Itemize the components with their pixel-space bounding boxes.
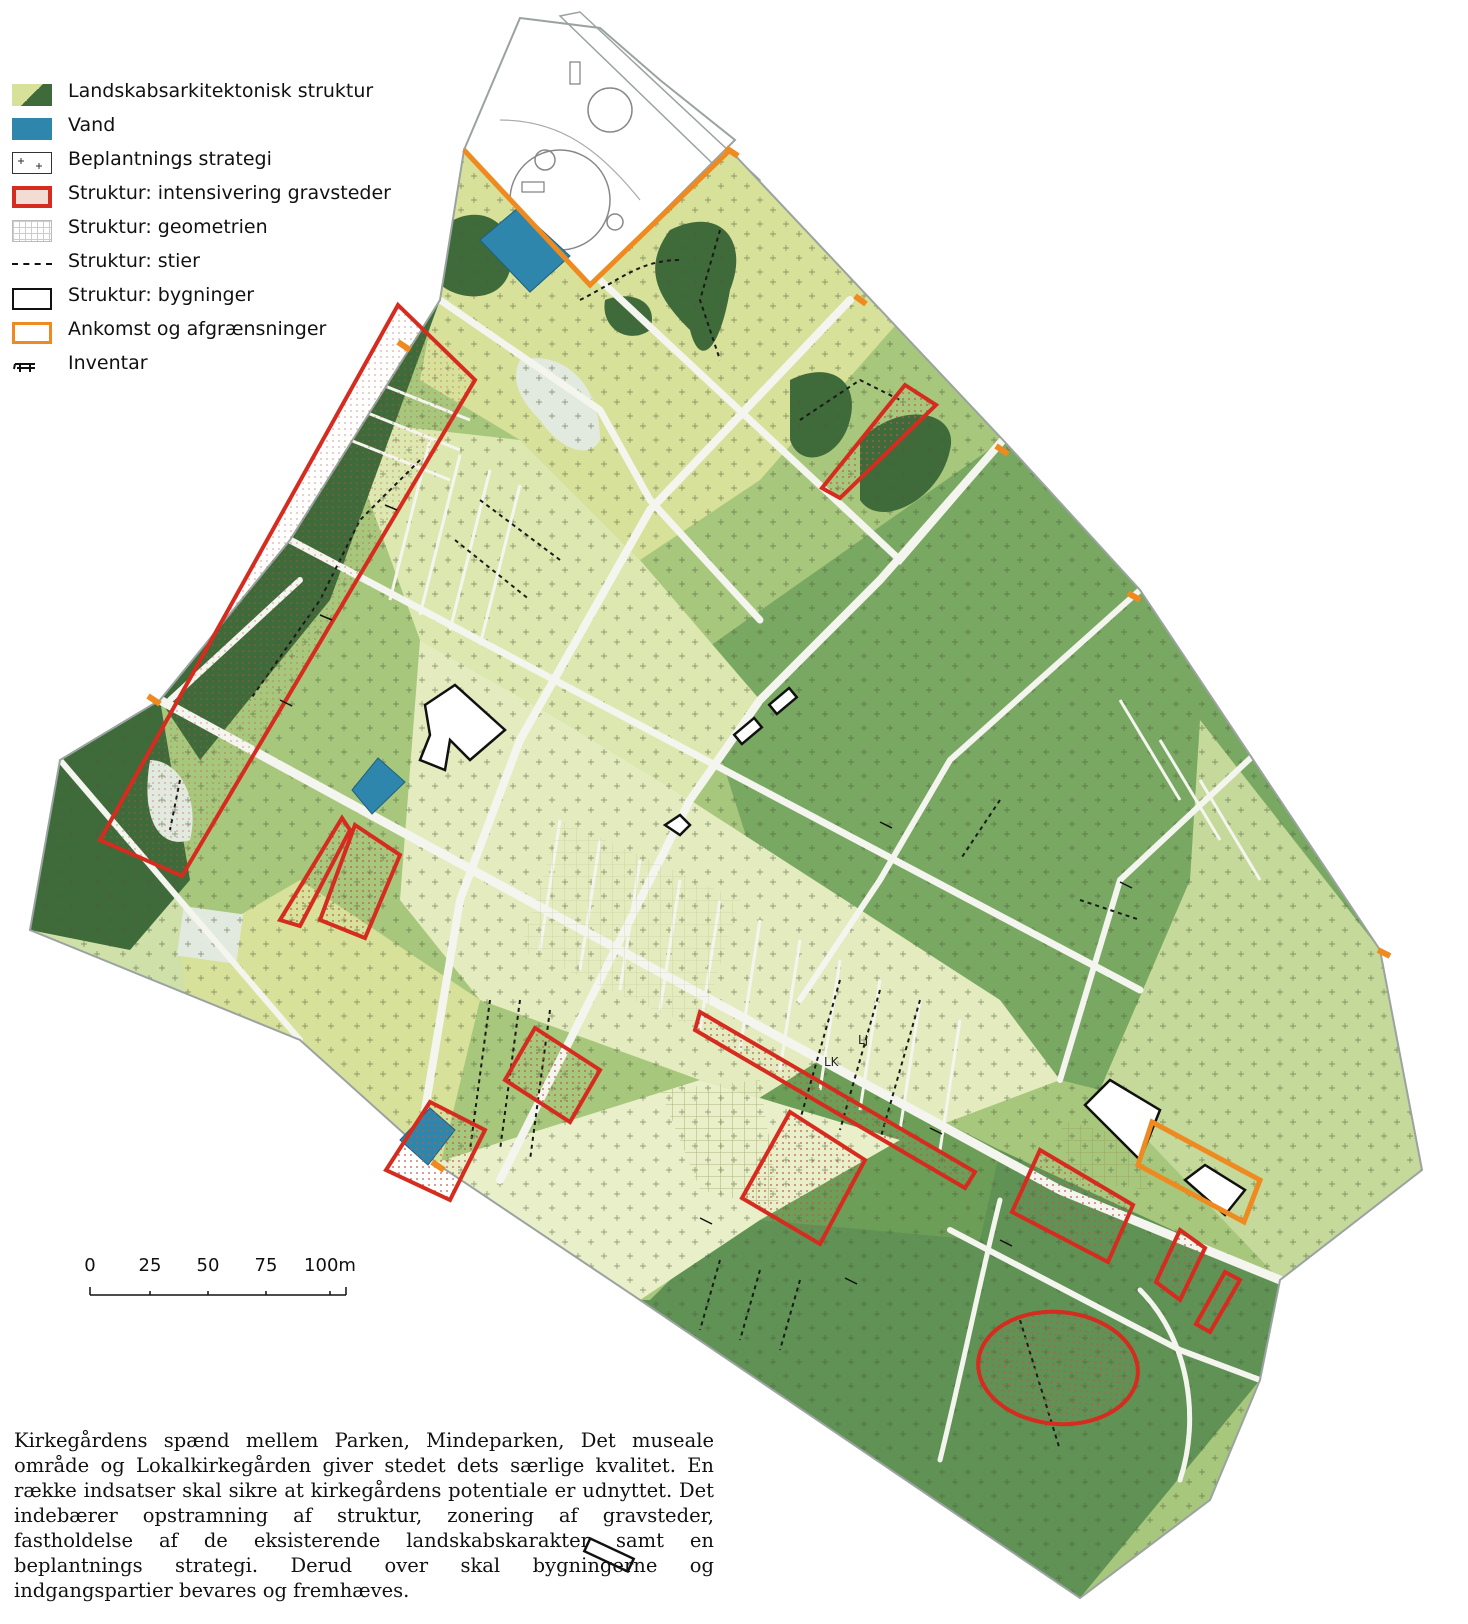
scale-tick-25: 25 (138, 1255, 162, 1276)
map-legend: Landskabsarkitektonisk struktur Vand Bep… (8, 78, 428, 384)
planting-swatch (12, 152, 52, 174)
intensification-swatch (12, 186, 52, 208)
arrival-swatch (12, 322, 52, 344)
legend-item-planting: Beplantnings strategi (8, 146, 428, 180)
caption-text: Kirkegårdens spænd mellem Parken, Mindep… (14, 1429, 714, 1602)
legend-item-landscape: Landskabsarkitektonisk struktur (8, 78, 428, 112)
scale-tick-50: 50 (196, 1255, 220, 1276)
site-boundary (28, 147, 1424, 1600)
bench-icon (12, 356, 40, 378)
landscape-swatch (12, 84, 52, 106)
legend-item-arrival: Ankomst og afgrænsninger (8, 316, 428, 350)
intensification-areas (97, 301, 1243, 1427)
label-lj: LJ (858, 1033, 868, 1047)
bench-icons (279, 504, 1133, 1285)
legend-item-inventar: Inventar (8, 350, 428, 384)
legend-item-buildings: Struktur: bygninger (8, 282, 428, 316)
buildings-swatch (12, 288, 52, 310)
legend-item-paths: Struktur: stier (8, 248, 428, 282)
scale-bar: 0 25 50 75 100m (80, 1255, 380, 1305)
arrival-boundaries (146, 145, 1392, 1226)
legend-item-water: Vand (8, 112, 428, 146)
label-lk: LK (824, 1055, 840, 1069)
buildings (418, 683, 1247, 1574)
legend-item-geometry: Struktur: geometrien (8, 214, 428, 248)
water-swatch (12, 118, 52, 140)
paths-swatch (12, 263, 52, 265)
legend-item-intensification: Struktur: intensivering gravsteder (8, 180, 428, 214)
scale-tick-0: 0 (84, 1255, 96, 1276)
scale-tick-75: 75 (254, 1255, 278, 1276)
geometry-swatch (12, 220, 52, 242)
scale-line (89, 1287, 347, 1296)
scale-tick-100: 100m (304, 1255, 356, 1276)
